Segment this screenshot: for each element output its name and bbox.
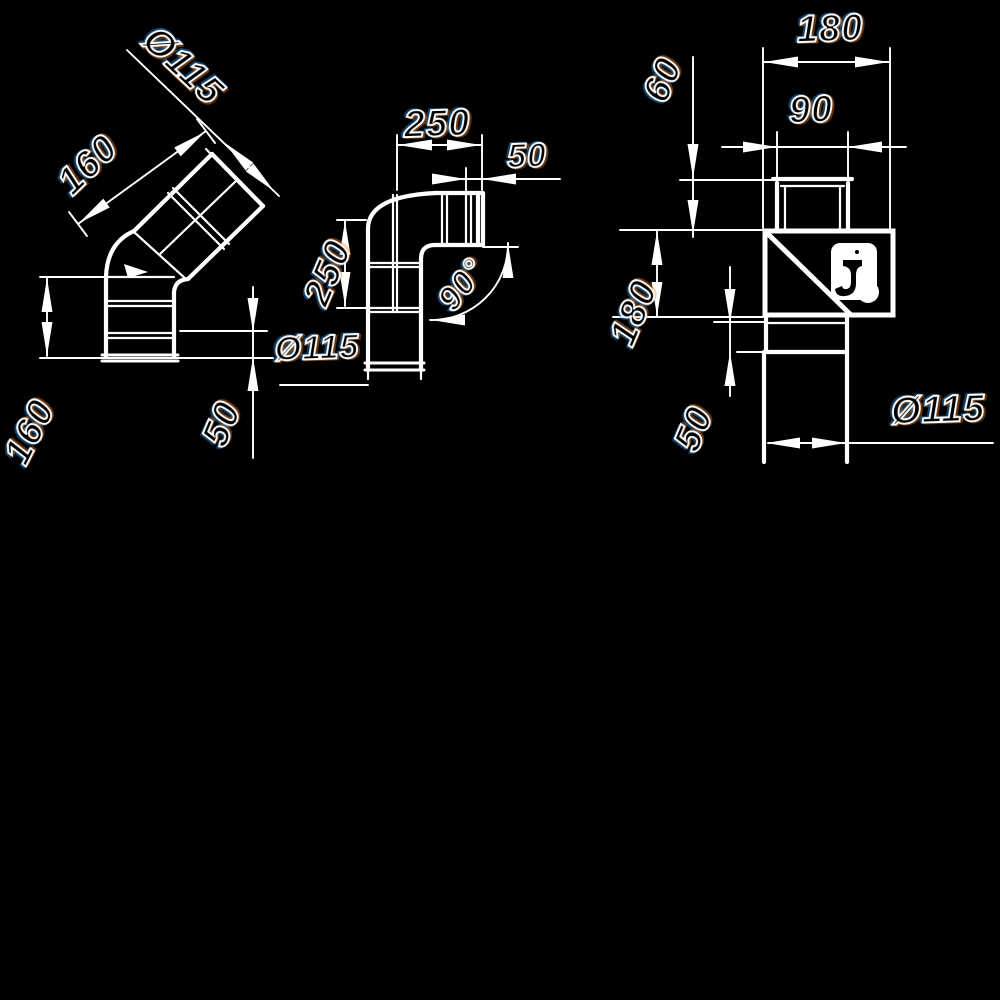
dim-label-diameter-115-middle: Ø115 (274, 328, 360, 369)
middle-view-pipe-seams (366, 191, 473, 381)
right-view-dim-diameter-115: Ø115 (766, 386, 994, 449)
right-view-dim-90-spigot: 90 (721, 87, 907, 181)
damper-logo-dot (855, 250, 859, 254)
right-view-damper-logo (831, 243, 879, 303)
dim-label-250-top: 250 (402, 102, 471, 146)
right-view-dim-180-top: 180 (762, 6, 891, 230)
left-view-bend-seam-arrow (124, 264, 148, 278)
right-view-seams (765, 184, 849, 325)
dim-label-diameter-115-right: Ø115 (890, 387, 986, 432)
dim-label-50-middle: 50 (506, 136, 547, 175)
damper-logo-bulge (857, 281, 879, 303)
dim-label-90-spigot: 90 (788, 88, 834, 132)
middle-view-dim-diameter-115: Ø115 (273, 327, 369, 386)
middle-view-dim-50-collar: 50 (432, 135, 561, 192)
middle-view-dim-250-top: 250 (396, 101, 483, 191)
dim-label-180-top: 180 (796, 7, 864, 51)
right-view-damper-elbow: 180 90 60 180 (601, 6, 994, 465)
damper-handle-glyph (835, 260, 862, 297)
left-view-pipe-seams (104, 147, 259, 340)
